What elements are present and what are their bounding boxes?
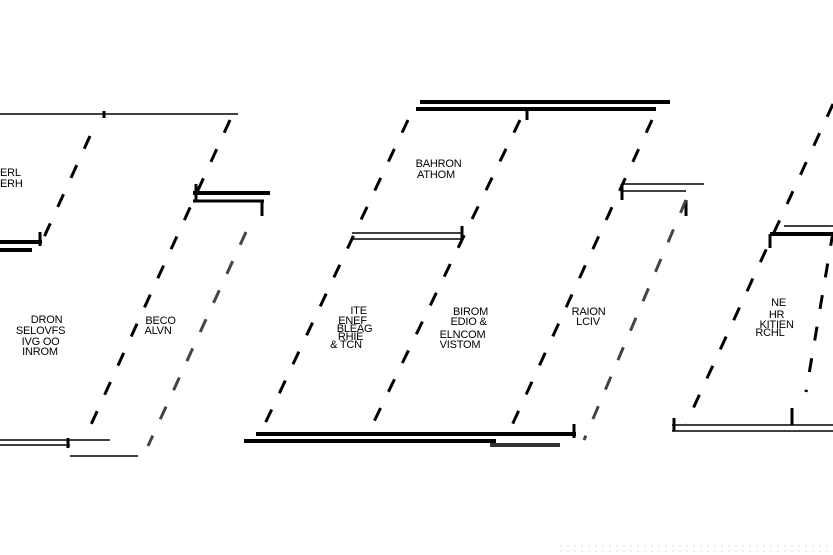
partition-slant-4 xyxy=(260,119,410,431)
room-label-line: RCHL xyxy=(755,327,784,339)
room-label-line: & TCN xyxy=(330,339,362,351)
room-label-line: ERL xyxy=(0,167,21,179)
partition-slant-6 xyxy=(506,119,654,435)
partition-slant-9 xyxy=(804,231,833,393)
center-module-walls xyxy=(244,100,704,447)
room-label-line: BECO xyxy=(145,315,176,327)
partition-slant-1 xyxy=(82,119,232,441)
room-label-r8: NE HR KITIEN RCHL xyxy=(755,297,796,339)
right-module-walls xyxy=(672,103,833,432)
room-label-r2: BAHRON ATHOM xyxy=(416,158,465,181)
room-label-line: RAION xyxy=(572,306,606,318)
room-label-line: INROM xyxy=(22,346,58,358)
room-label-line: DRON xyxy=(31,314,63,326)
room-label-r3: DRON SELOVFS IVG OO INROM xyxy=(16,314,68,358)
left-module-walls xyxy=(0,111,270,457)
room-label-line: ELNCOM xyxy=(440,329,486,341)
partition-slant-3 xyxy=(146,231,248,447)
room-label-line: SELOVFS xyxy=(16,325,65,337)
room-label-line: LCIV xyxy=(576,316,601,328)
partition-slant-5 xyxy=(366,119,522,435)
room-label-line: ERH xyxy=(0,178,23,190)
room-label-line: KITIEN xyxy=(759,319,794,331)
room-label-r6: BIROM EDIO & ELNCOM VISTOM xyxy=(440,306,491,351)
room-label-line: IVG OO xyxy=(22,336,61,348)
room-label-r7: RAION LCIV xyxy=(572,306,609,328)
room-label-line: RHIE xyxy=(338,331,363,343)
room-label-line: ENEF xyxy=(338,315,367,327)
partition-slant-7 xyxy=(582,199,688,441)
room-label-line: NE xyxy=(771,297,786,309)
room-label-r5: ITE ENEF BLEAG RHIE & TCN xyxy=(330,305,375,351)
room-label-line: BIROM xyxy=(453,306,488,318)
room-label-line: ALVN xyxy=(144,325,171,337)
room-label-line: VISTOM xyxy=(440,339,481,351)
room-label-line: ITE xyxy=(350,305,367,317)
room-label-r4: BECO ALVN xyxy=(144,315,178,337)
room-labels: ERL ERH BAHRON ATHOM DRON SELOVFS IVG OO… xyxy=(0,158,796,358)
room-label-line: HR xyxy=(769,309,785,321)
room-label-r1: ERL ERH xyxy=(0,167,23,190)
partition-slant-2 xyxy=(38,135,92,247)
room-label-line: BAHRON xyxy=(416,158,462,170)
room-label-line: ATHOM xyxy=(417,169,455,181)
room-label-line: EDIO & xyxy=(451,316,488,328)
partition-slant-8 xyxy=(684,103,833,425)
